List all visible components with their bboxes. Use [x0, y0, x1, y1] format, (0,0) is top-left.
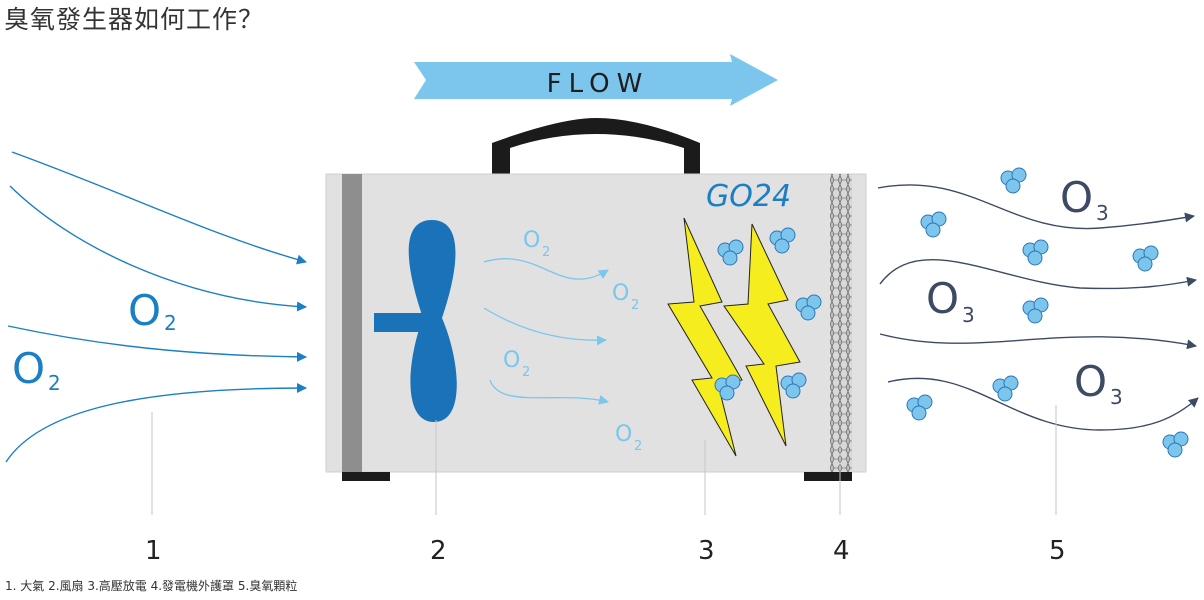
- leader-lines: [151, 405, 1057, 515]
- foot-right: [804, 472, 852, 481]
- svg-text:O: O: [503, 348, 520, 373]
- legend-caption: 1. 大氣 2.風扇 3.高壓放電 4.發電機外護罩 5.臭氧顆粒: [5, 579, 298, 593]
- svg-text:3: 3: [962, 303, 975, 327]
- fan-icon: [374, 220, 457, 422]
- label-number-4: 4: [833, 536, 850, 566]
- foot-left: [342, 472, 390, 481]
- label-number-3: 3: [698, 536, 715, 566]
- label-number-5: 5: [1049, 536, 1066, 566]
- svg-text:3: 3: [1110, 385, 1123, 409]
- o2-label-large-1: O 2: [128, 286, 177, 335]
- outer-shield: [830, 174, 852, 472]
- o2-label-small-2: O 2: [612, 281, 639, 313]
- o2-label-large-2: O 2: [12, 344, 61, 395]
- lightning-icon: [667, 217, 801, 457]
- ozone-output-arrows: [877, 184, 1199, 431]
- svg-text:O: O: [612, 281, 629, 306]
- o2-label-small-4: O 2: [615, 422, 642, 454]
- svg-text:O: O: [128, 286, 161, 335]
- brand-label: GO24: [706, 179, 791, 214]
- o3-label-1: O 3: [1060, 173, 1109, 225]
- flow-label: FLOW: [547, 69, 650, 99]
- svg-text:2: 2: [634, 439, 642, 454]
- svg-text:2: 2: [522, 365, 530, 380]
- intake-panel: [342, 174, 362, 472]
- svg-text:2: 2: [48, 371, 61, 395]
- svg-text:2: 2: [164, 311, 177, 335]
- svg-text:O: O: [523, 228, 540, 253]
- svg-text:O: O: [615, 422, 632, 447]
- flow-arrow: FLOW: [414, 54, 778, 106]
- label-number-1: 1: [145, 536, 162, 566]
- internal-airflow-arrows: [483, 258, 609, 405]
- air-intake-arrows: [5, 151, 307, 463]
- svg-text:O: O: [1060, 173, 1093, 222]
- o3-label-2: O 3: [926, 274, 975, 327]
- o2-label-small-3: O 2: [503, 348, 530, 380]
- svg-text:3: 3: [1096, 201, 1109, 225]
- svg-text:2: 2: [631, 298, 639, 313]
- o2-label-small-1: O 2: [523, 228, 550, 260]
- svg-text:O: O: [926, 274, 959, 323]
- svg-text:2: 2: [542, 245, 550, 260]
- svg-text:O: O: [12, 344, 45, 393]
- label-number-2: 2: [430, 536, 447, 566]
- page-title: 臭氧發生器如何工作？: [4, 5, 265, 34]
- handle: [492, 118, 700, 175]
- svg-text:O: O: [1074, 357, 1107, 406]
- o3-label-3: O 3: [1074, 357, 1123, 409]
